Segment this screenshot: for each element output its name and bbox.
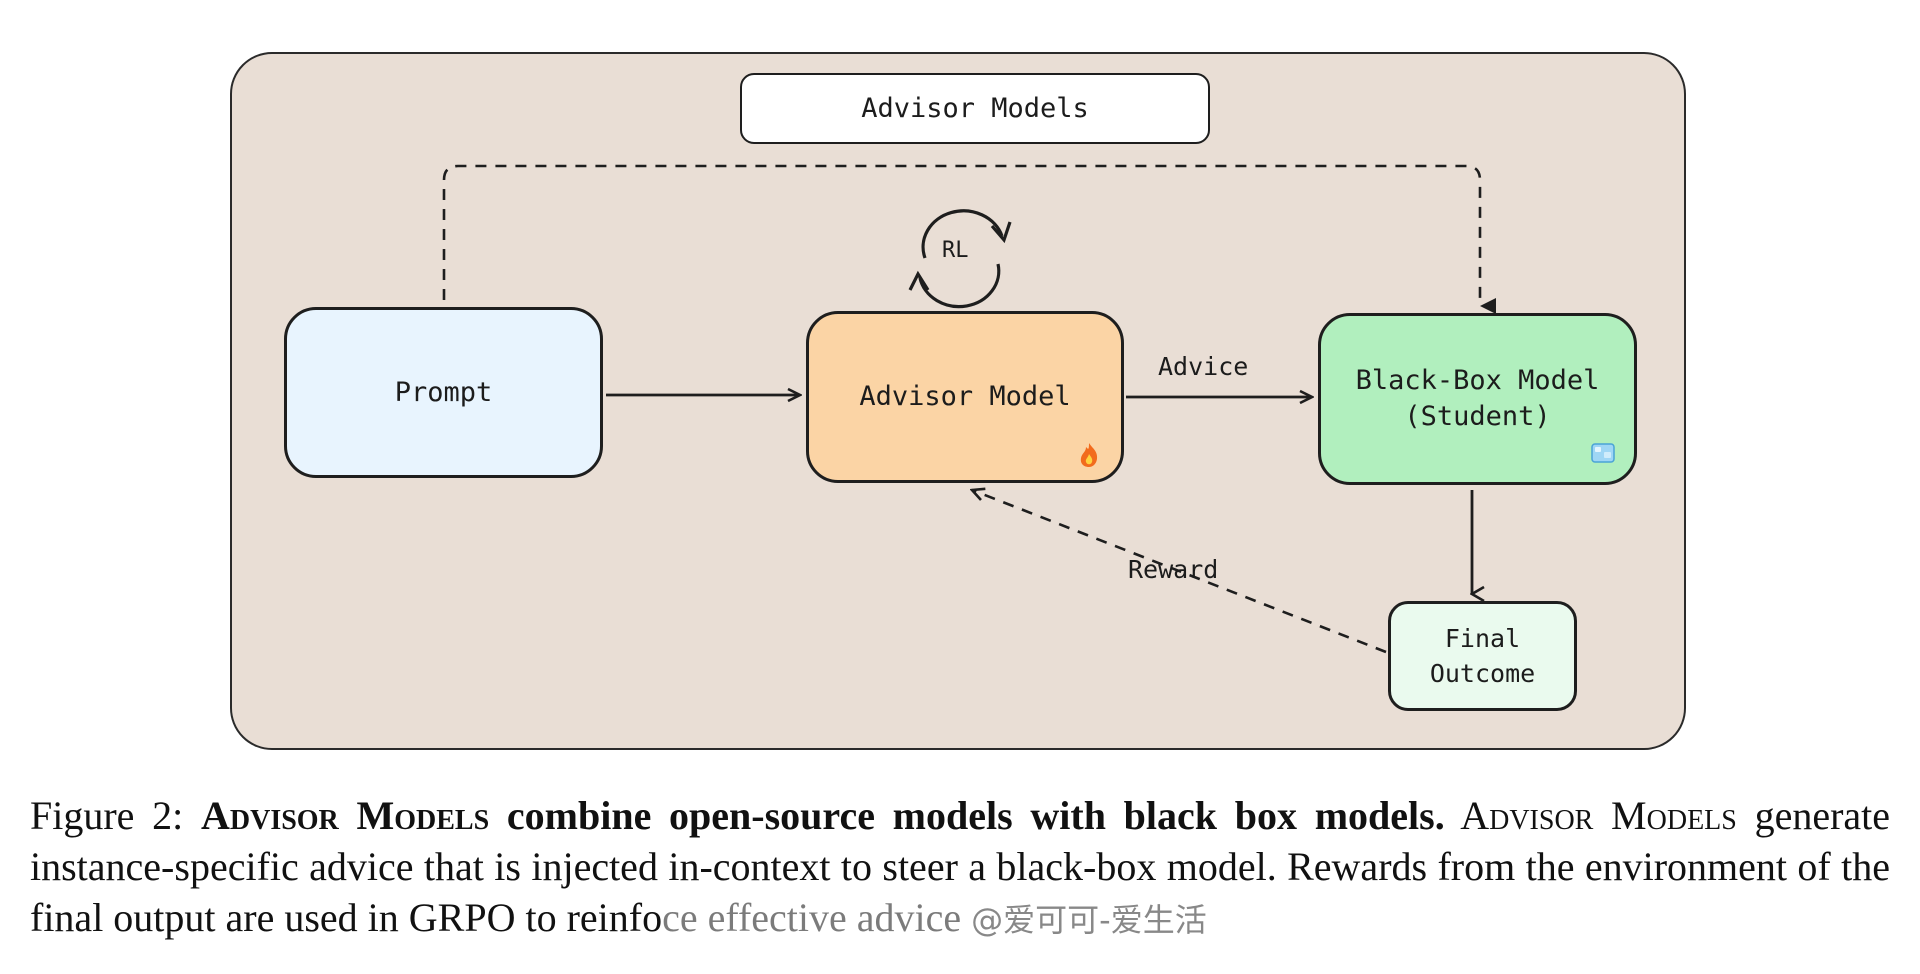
diagram-title-text: Advisor Models	[861, 92, 1089, 124]
advisor-model-node: Advisor Model	[806, 311, 1124, 483]
caption-term: Advisor Models	[1444, 793, 1737, 838]
figure-caption: Figure 2: Advisor Models combine open-so…	[30, 790, 1890, 946]
advisor-model-label: Advisor Model	[859, 381, 1071, 412]
final-outcome-node: Final Outcome	[1388, 601, 1577, 711]
final-outcome-line2: Outcome	[1429, 659, 1536, 688]
advice-label: Advice	[1158, 352, 1249, 381]
rl-label: RL	[942, 238, 969, 263]
reward-label: Reward	[1128, 555, 1219, 584]
blackbox-student-label: (Student)	[1404, 401, 1551, 432]
prompt-node: Prompt	[284, 307, 603, 478]
final-outcome-line1: Final	[1444, 624, 1521, 653]
watermark: @爱可可-爱生活	[971, 901, 1207, 939]
blackbox-model-label: Black-Box Model	[1355, 365, 1600, 396]
prompt-to-blackbox-dashed-path	[442, 164, 1496, 314]
figure-label: Figure 2:	[30, 793, 201, 838]
caption-obscured-text: ce effective advice	[662, 895, 962, 940]
blackbox-model-node: Black-Box Model (Student)	[1318, 313, 1637, 485]
caption-bold-term: Advisor Models	[200, 793, 490, 838]
caption-body: generate instance-specific advice that i…	[30, 793, 1891, 940]
cycle-arrows-icon	[908, 209, 1012, 309]
reward-dashed-arrow	[972, 490, 1387, 654]
prompt-node-label: Prompt	[394, 376, 493, 408]
fire-icon	[1080, 443, 1098, 467]
ice-cube-icon	[1591, 443, 1615, 463]
diagram-title: Advisor Models	[740, 73, 1210, 144]
caption-bold-sentence: combine open-source models with black bo…	[489, 793, 1445, 838]
